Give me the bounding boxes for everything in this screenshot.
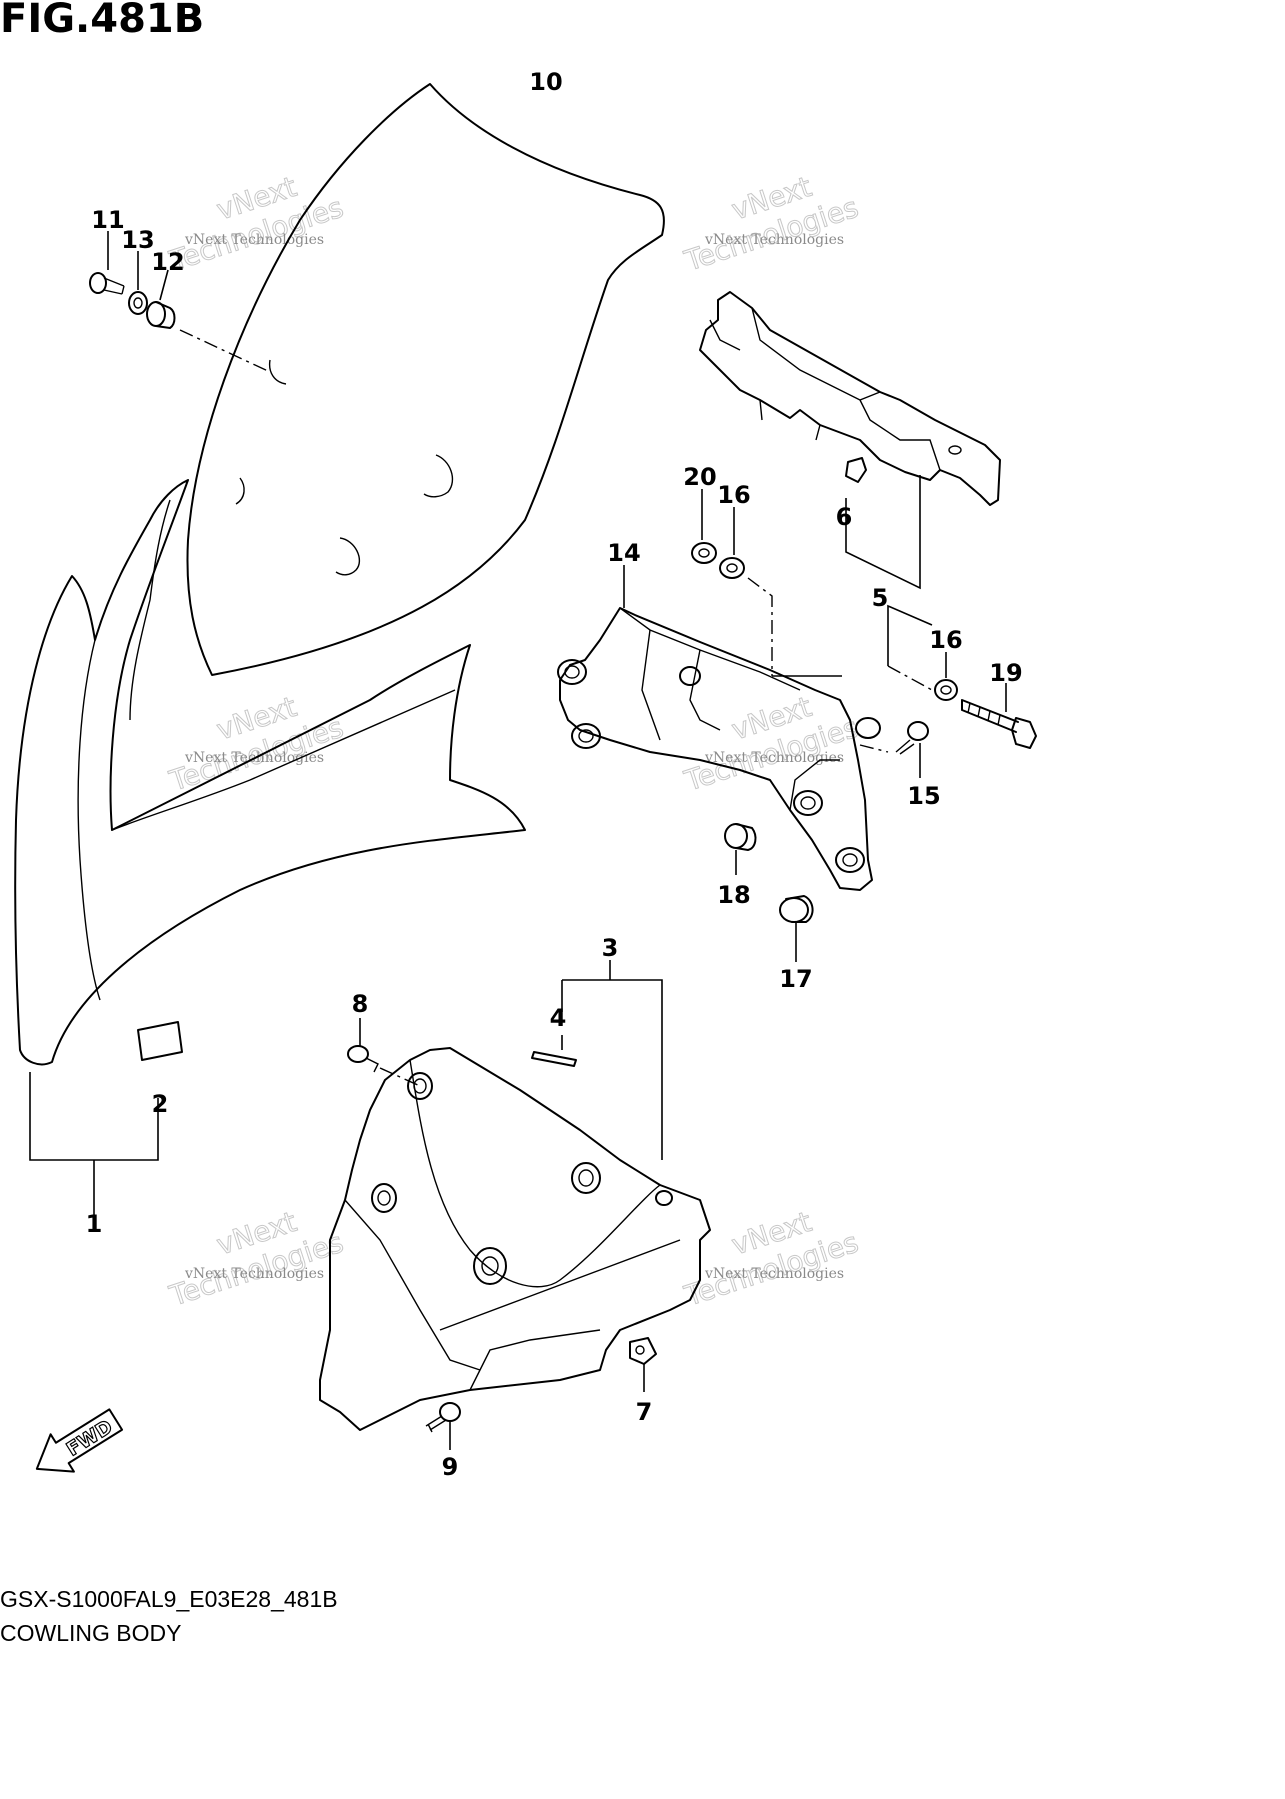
inner-cowling-hole [473,1247,507,1285]
stay-hole [557,659,587,685]
stay-hole [855,717,881,739]
inner-cowling-hole [571,1162,601,1194]
stay-detail [689,649,721,731]
center-line [887,604,933,666]
bolt-19 [961,699,1037,749]
stay-hole [793,790,823,816]
callout-3: 3 [602,934,619,962]
windscreen-part [186,83,665,676]
cowling-inner-line [129,499,171,721]
leader-line-12 [159,269,169,301]
grommet-18 [724,823,757,851]
center-line [859,744,889,753]
cowling-inner-line [77,639,101,1001]
washer-13 [128,291,148,315]
center-line [379,1067,421,1087]
windscreen-hole [423,454,454,498]
inner-cowling-hole [655,1190,673,1206]
callout-4: 4 [550,1004,567,1032]
windscreen-hole [235,477,245,505]
callout-13: 13 [121,226,154,254]
stay-detail [789,759,840,811]
upper-cowling-part [14,479,526,1066]
label-part [137,1021,183,1061]
stay-hole [835,847,865,873]
inner-cowling-detail [439,1239,681,1331]
callout-15: 15 [907,782,940,810]
screw-9 [425,1402,461,1433]
stay-detail [641,629,661,741]
center-line [179,329,271,373]
clip-8 [347,1045,379,1073]
watermark-text: vNext Technologies [184,232,324,248]
callout-numbers: 10 11 13 12 20 16 14 6 5 16 19 15 18 17 … [86,68,1023,1481]
bracket-assembly-5 [699,291,1001,506]
inner-cowling-hole [407,1072,433,1100]
inner-cowling-detail [409,1059,661,1288]
figure-name: COWLING BODY [0,1620,182,1646]
center-line [887,665,933,691]
callout-1: 1 [86,1210,103,1238]
callout-5: 5 [872,584,889,612]
inner-cowling-hole [371,1183,397,1213]
watermark-text: vNext Technologies [704,232,844,248]
callout-9: 9 [442,1453,459,1481]
inner-cowling-detail [344,1199,481,1371]
callout-10: 10 [529,68,562,96]
nut-20 [691,542,717,564]
leader-line-5 [845,475,921,590]
watermark-text: vNext Technologies [704,750,844,766]
callout-16: 16 [717,481,750,509]
screw-15 [895,721,929,755]
figure-title: FIG.481B [0,0,205,42]
seal-4 [531,1051,577,1067]
leader-line-1 [29,1072,159,1161]
callout-11: 11 [91,206,124,234]
leader-line-3 [562,979,663,1160]
callout-14: 14 [607,539,640,567]
stay-hole [679,666,701,686]
cowling-stay-14 [559,607,873,891]
washer-16 [719,557,745,579]
windscreen-hole [268,359,287,385]
screw-11 [89,272,125,295]
callout-8: 8 [352,990,369,1018]
bracket-detail [709,319,821,441]
callout-19: 19 [989,659,1022,687]
inner-cowling-detail [469,1329,601,1391]
watermark-group: vNext Technologies vNext Technologies vN… [165,170,863,1314]
callout-17: 17 [779,965,812,993]
cowling-inner-line [111,689,456,831]
model-code: GSX-S1000FAL9_E03E28_481B [0,1586,338,1612]
callout-16b: 16 [929,626,962,654]
nut-7 [629,1337,657,1365]
callout-6: 6 [836,503,853,531]
callout-2: 2 [152,1090,169,1118]
bracket-detail [751,307,941,471]
callout-18: 18 [717,881,750,909]
grommet-17 [779,895,814,923]
center-line [747,577,773,676]
stay-hole [571,723,601,749]
fwd-arrow-icon: FWD [35,1408,124,1473]
windscreen-hole [335,537,361,576]
watermark-text: vNext Technologies [184,1266,324,1282]
callout-7: 7 [636,1398,653,1426]
watermark-text: vNext Technologies [704,1266,844,1282]
washer-16b [934,679,958,701]
callout-12: 12 [151,248,184,276]
nut-6 [845,457,867,483]
callout-20: 20 [683,463,716,491]
collar-12 [146,301,176,329]
inner-cowling-part [319,1047,711,1431]
bracket-hole [948,445,962,455]
